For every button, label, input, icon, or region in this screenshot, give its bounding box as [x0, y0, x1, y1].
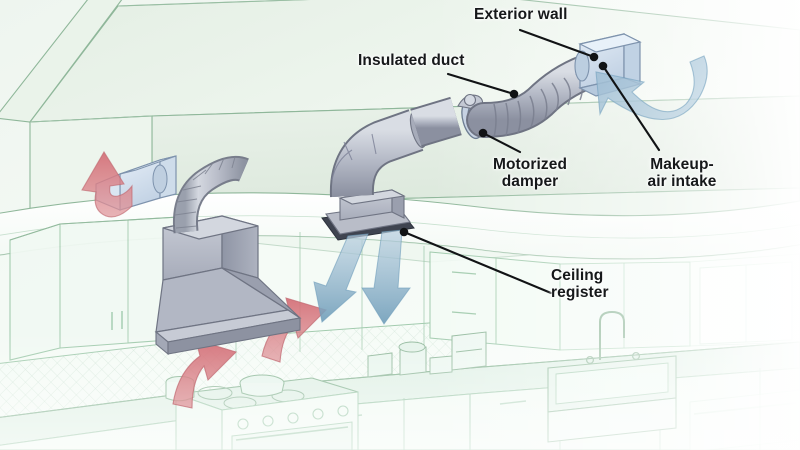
makeup-air-arrows-register	[313, 229, 411, 325]
label-leader-dots	[399, 52, 608, 237]
leader-makeup-air-intake	[601, 64, 661, 152]
duct-ribs	[174, 156, 236, 229]
leader-insulated-duct	[446, 72, 516, 96]
motorized-damper	[410, 93, 484, 148]
label-exterior-wall: Exterior wall	[474, 6, 568, 23]
range-hood	[154, 215, 302, 356]
elbow-seams	[331, 133, 377, 181]
bottom-fade	[0, 330, 800, 450]
hood-exhaust-duct	[172, 155, 249, 234]
label-motorized-damper: Motorized damper	[492, 156, 568, 191]
label-leader-lines	[402, 28, 661, 295]
leader-motorized-damper	[481, 131, 522, 154]
label-ceiling-register: Ceiling register	[551, 267, 609, 302]
label-makeup-air-intake: Makeup- air intake	[647, 156, 717, 191]
exhaust-arrow-wallcap	[81, 150, 133, 218]
insulated-flex-duct	[466, 54, 604, 138]
leader-ceiling-register	[402, 230, 553, 295]
makeup-air-arrow-intake	[595, 55, 708, 120]
dot-exterior-wall	[589, 52, 599, 62]
dot-motorized-damper	[478, 128, 488, 138]
label-insulated-duct: Insulated duct	[358, 52, 465, 69]
ceiling-register	[321, 189, 415, 241]
dot-ceiling-register	[399, 227, 409, 237]
dot-insulated-duct	[509, 89, 519, 99]
dot-makeup-air-intake	[598, 61, 608, 71]
leader-exterior-wall	[518, 28, 596, 59]
